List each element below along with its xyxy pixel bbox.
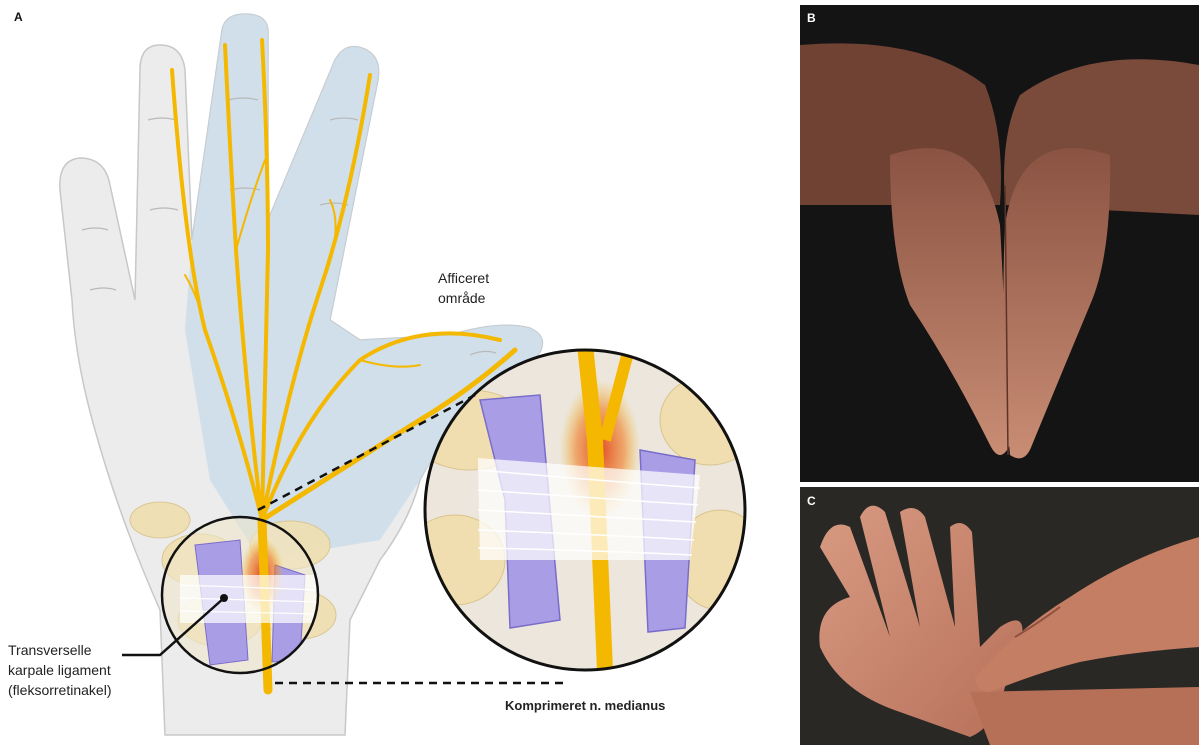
illustration-panel: A bbox=[0, 0, 800, 745]
phalen-test-drawing bbox=[800, 5, 1199, 482]
ligament-label-line3: (fleksorretinakel) bbox=[8, 680, 111, 700]
affected-label-line1: Afficeret bbox=[438, 268, 489, 288]
panel-letter-b: B bbox=[807, 11, 816, 25]
phalen-test-photo: B bbox=[800, 5, 1199, 482]
ligament-label-line1: Transverselle bbox=[8, 640, 111, 660]
forearm bbox=[970, 687, 1199, 745]
tinel-test-photo: C bbox=[800, 487, 1199, 745]
tinel-test-drawing bbox=[800, 487, 1199, 745]
affected-area-label: Afficeret område bbox=[438, 268, 489, 308]
compressed-nerve-label: Komprimeret n. medianus bbox=[505, 696, 665, 716]
ligament-label-line2: karpale ligament bbox=[8, 660, 111, 680]
hand-illustration bbox=[0, 0, 800, 745]
panel-letter-c: C bbox=[807, 494, 816, 508]
ligament-label: Transverselle karpale ligament (fleksorr… bbox=[8, 640, 111, 700]
affected-label-line2: område bbox=[438, 288, 489, 308]
